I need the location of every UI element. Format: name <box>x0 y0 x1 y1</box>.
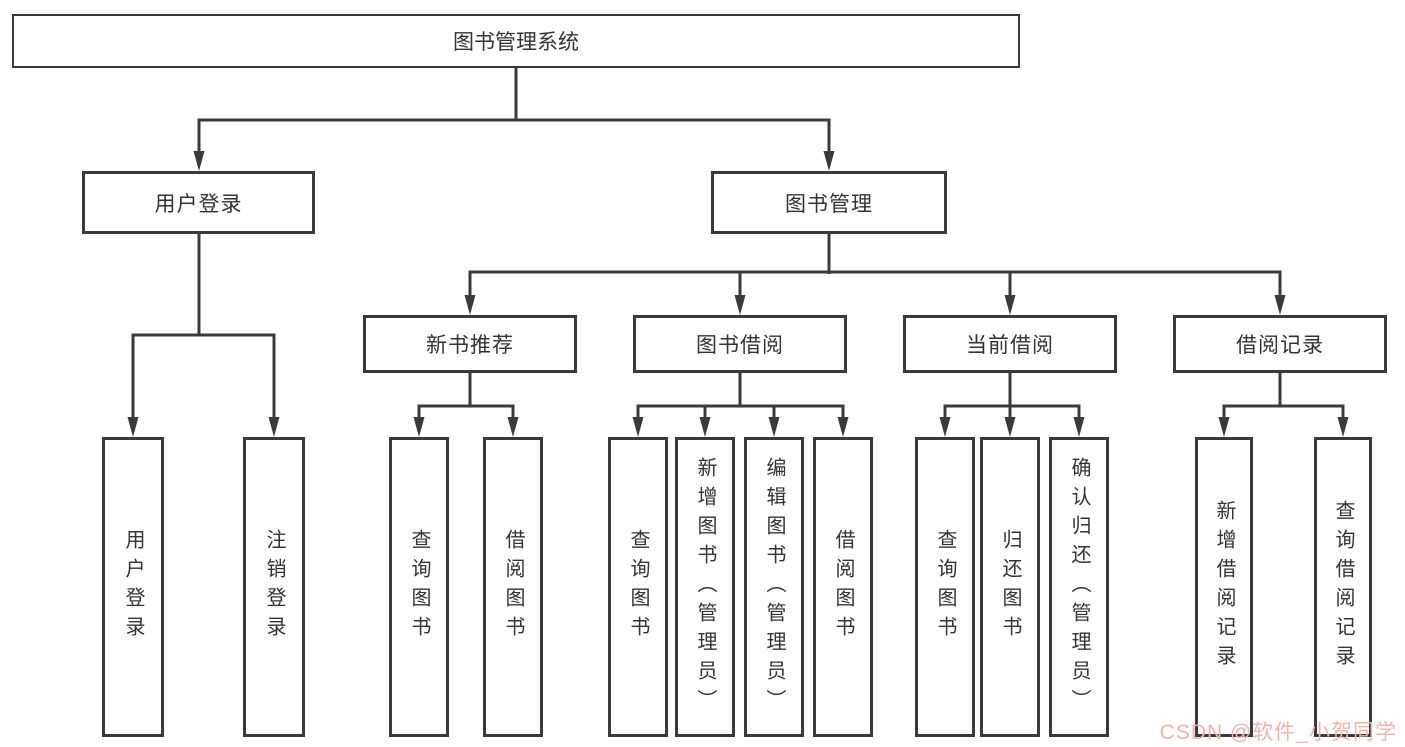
leaf-borrow-add-book-admin: 新增图书（管理员） <box>675 437 735 737</box>
leaf-current-query-book: 查询图书 <box>915 437 975 737</box>
leaf-current-return-book-label: 归还图书 <box>999 529 1021 645</box>
node-book-management: 图书管理 <box>711 171 947 234</box>
leaf-recommend-query-book-label: 查询图书 <box>408 529 430 645</box>
leaf-borrow-add-book-admin-label: 新增图书（管理员） <box>694 456 716 718</box>
node-user-login: 用户登录 <box>82 171 315 234</box>
node-root-label: 图书管理系统 <box>453 31 579 54</box>
leaf-current-return-book: 归还图书 <box>980 437 1040 737</box>
node-book-management-label: 图书管理 <box>785 192 873 216</box>
leaf-logout-label: 注销登录 <box>263 529 285 645</box>
csdn-watermark: CSDN @软件_小贺同学 <box>1159 721 1397 744</box>
leaf-recommend-query-book: 查询图书 <box>389 437 449 737</box>
node-borrow-records: 借阅记录 <box>1173 315 1387 373</box>
leaf-records-add-record: 新增借阅记录 <box>1195 437 1253 737</box>
node-current-borrow: 当前借阅 <box>903 315 1117 373</box>
leaf-recommend-borrow-book-label: 借阅图书 <box>502 529 524 645</box>
leaf-user-login: 用户登录 <box>102 437 164 737</box>
leaf-borrow-query-book: 查询图书 <box>608 437 668 737</box>
leaf-records-query-record-label: 查询借阅记录 <box>1332 500 1354 674</box>
node-new-book-recommend: 新书推荐 <box>363 315 577 373</box>
leaf-borrow-edit-book-admin-label: 编辑图书（管理员） <box>763 456 785 718</box>
leaf-logout: 注销登录 <box>243 437 305 737</box>
leaf-records-query-record: 查询借阅记录 <box>1314 437 1372 737</box>
node-new-book-recommend-label: 新书推荐 <box>426 334 514 357</box>
node-root: 图书管理系统 <box>12 14 1020 68</box>
leaf-borrow-edit-book-admin: 编辑图书（管理员） <box>744 437 804 737</box>
node-borrow-records-label: 借阅记录 <box>1236 334 1324 357</box>
node-book-borrow: 图书借阅 <box>633 315 847 373</box>
node-current-borrow-label: 当前借阅 <box>966 334 1054 357</box>
leaf-user-login-label: 用户登录 <box>122 529 144 645</box>
leaf-current-query-book-label: 查询图书 <box>934 529 956 645</box>
leaf-borrow-borrow-book-label: 借阅图书 <box>832 529 854 645</box>
leaf-borrow-borrow-book: 借阅图书 <box>813 437 873 737</box>
leaf-current-confirm-return-admin: 确认归还（管理员） <box>1049 437 1109 737</box>
node-book-borrow-label: 图书借阅 <box>696 334 784 357</box>
leaf-recommend-borrow-book: 借阅图书 <box>483 437 543 737</box>
leaf-borrow-query-book-label: 查询图书 <box>627 529 649 645</box>
leaf-current-confirm-return-admin-label: 确认归还（管理员） <box>1068 456 1090 718</box>
leaf-records-add-record-label: 新增借阅记录 <box>1213 500 1235 674</box>
node-user-login-label: 用户登录 <box>154 192 243 216</box>
